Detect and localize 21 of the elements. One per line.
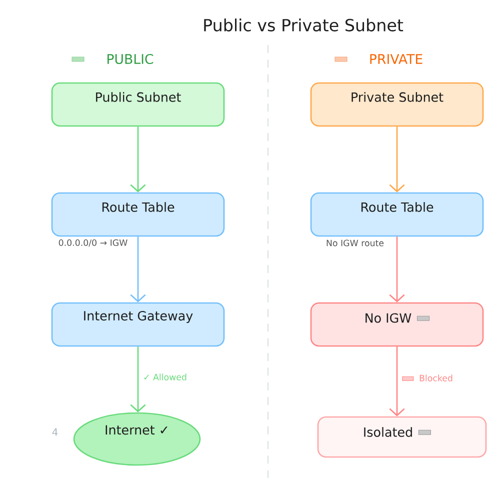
process-box: No IGW	[310, 302, 484, 347]
edge-label: No IGW route	[326, 240, 384, 246]
edge-label: Blocked	[420, 374, 452, 382]
process-box: Private Subnet	[310, 82, 484, 127]
arrow	[389, 346, 405, 416]
edge-label: 0.0.0.0/0 → IGW	[58, 239, 128, 247]
section-heading: PUBLIC	[108, 54, 154, 64]
arrow	[389, 236, 405, 302]
title: Public vs Private Subnet	[204, 18, 404, 32]
number-label: 4	[52, 428, 58, 436]
process-box: Route Table	[51, 192, 225, 237]
edge-label: ✓ Allowed	[144, 374, 186, 380]
process-box: Route Table	[310, 192, 484, 237]
arrow	[130, 126, 146, 192]
process-box: Public Subnet	[51, 82, 225, 127]
process-box: Isolated	[317, 416, 487, 458]
arrow	[130, 236, 146, 302]
process-box: Internet Gateway	[51, 302, 225, 347]
arrow	[130, 346, 146, 412]
section-heading: PRIVATE	[370, 54, 422, 64]
arrow	[389, 126, 405, 192]
